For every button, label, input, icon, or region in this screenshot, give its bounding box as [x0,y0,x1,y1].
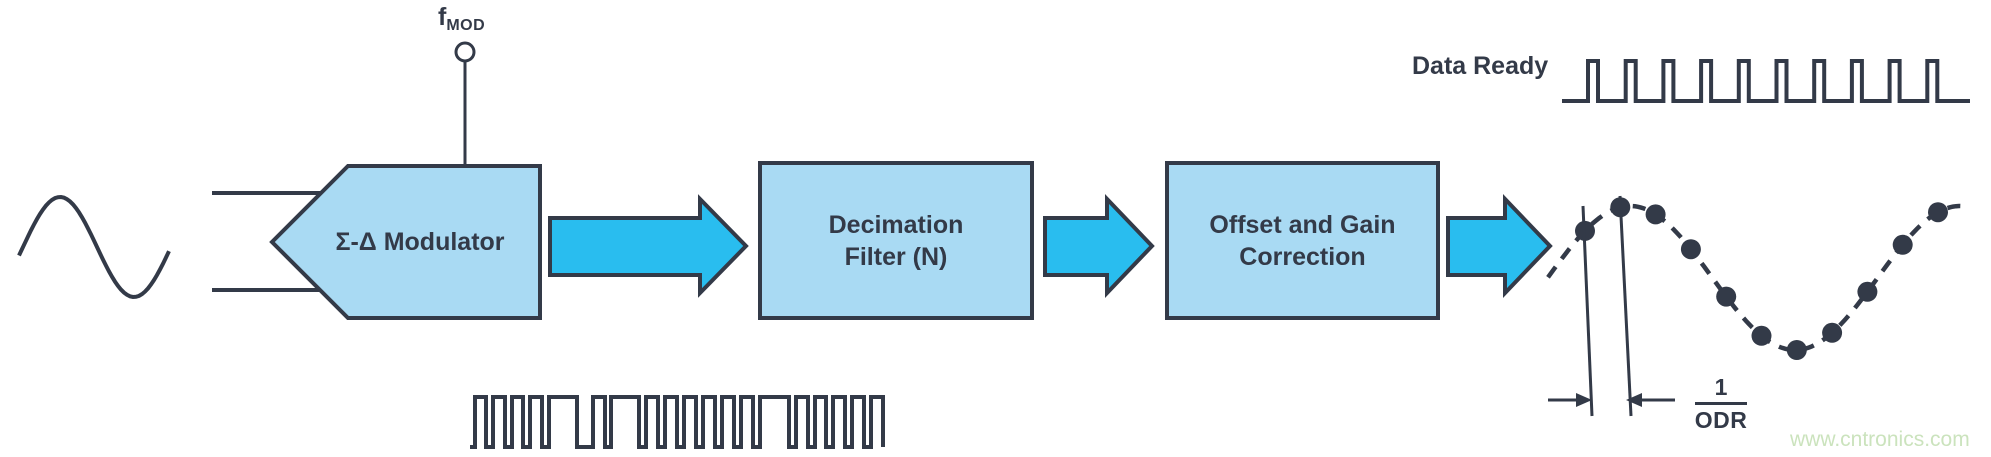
sample-dot [1928,202,1948,223]
sample-dot [1645,204,1666,225]
data-ready-pulse-train [1562,59,1970,103]
flow-arrow-1-icon [548,194,749,298]
fmod-subscript-text: MOD [446,17,486,34]
sigma-delta-modulator-block [269,164,542,320]
odr-measure-line-right [1618,195,1633,417]
flow-arrow-2-icon [1043,194,1155,298]
sample-dot [1751,325,1772,346]
analog-input-sine-wave-icon [17,194,171,300]
decimation-filter-label: Decimation Filter (N) [828,210,964,271]
output-sample-dots [1575,197,1948,360]
odr-measure-line-left [1581,205,1594,417]
sample-dot [1716,286,1737,307]
flow-arrow-3-icon [1446,194,1553,298]
sample-dot [1857,281,1878,302]
sigma-delta-modulator-label: Σ-Δ Modulator [335,228,505,256]
offset-gain-correction-label: Offset and Gain Correction [1209,210,1396,271]
odr-numerator: 1 [1695,374,1747,405]
fmod-base-text: f [438,3,447,31]
fmod-label: fMOD [438,3,486,34]
offset-gain-correction-block [1165,161,1440,320]
odr-denominator: ODR [1694,407,1748,433]
odr-arrow-right-head-icon [1626,393,1642,407]
sample-dot [1786,340,1807,360]
sample-dot [1822,322,1843,343]
odr-period-fraction: 1 ODR [1692,374,1750,434]
sample-dot [1892,234,1913,255]
fmod-terminal-icon [454,41,476,63]
sample-dot [1680,239,1701,260]
watermark-text: www.cntronics.com [1790,428,1970,451]
modulator-bitstream-waveform [470,395,885,449]
odr-arrow-left-head-icon [1576,393,1592,407]
decimation-filter-block [758,161,1034,320]
data-ready-label: Data Ready [1412,52,1549,80]
